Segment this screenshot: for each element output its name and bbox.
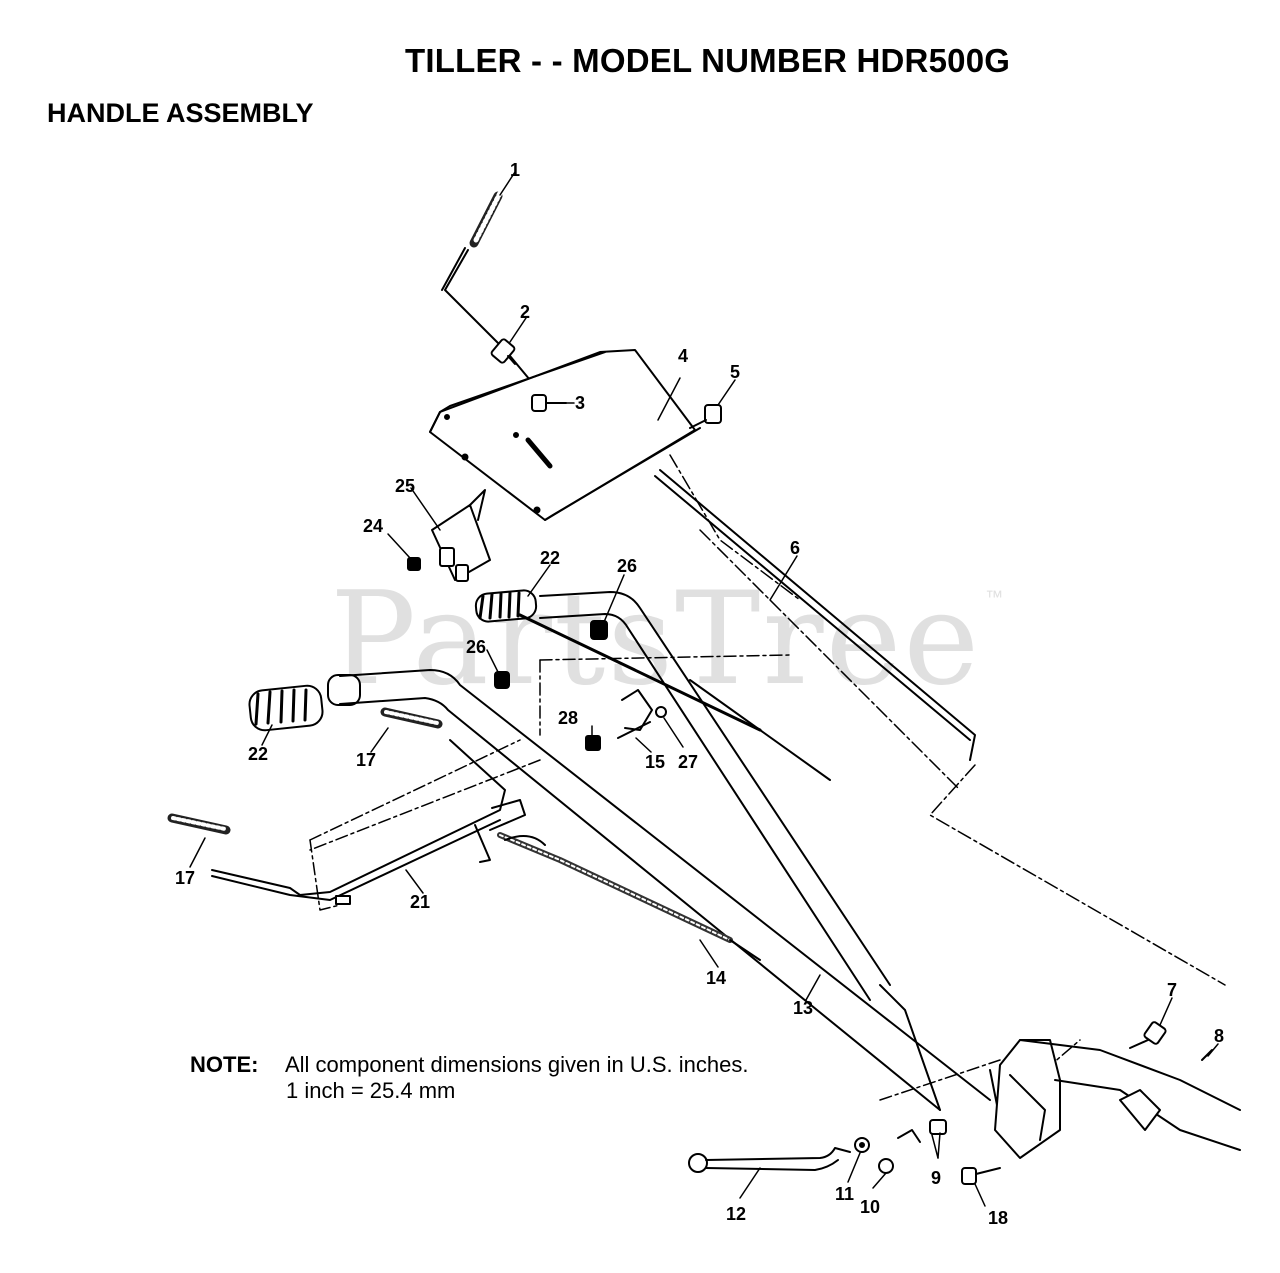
callout-26-upper: 26: [617, 556, 637, 576]
part-1-spring-rod: [441, 190, 531, 381]
part-5-bolt: [689, 404, 722, 429]
part-17-spring-lower: [167, 813, 231, 835]
part-2-fitting: [490, 338, 516, 365]
clamp-part: [1119, 1089, 1161, 1131]
note-block: NOTE: All component dimensions given in U…: [190, 1052, 749, 1103]
callout-6: 6: [790, 538, 800, 558]
part-3-bolt: [531, 394, 567, 412]
callout-numbers: 1 2 3 4 5 6 7 8 9 10 11 12 13 14 15 17 1…: [175, 160, 1224, 1228]
part-26-nut-lower: [494, 671, 510, 689]
callout-25: 25: [395, 476, 415, 496]
note-line-2: 1 inch = 25.4 mm: [286, 1078, 456, 1103]
callout-21: 21: [410, 892, 430, 912]
callout-10: 10: [860, 1197, 880, 1217]
construction-lines: [309, 654, 1081, 1101]
part-12-lever: [688, 1147, 851, 1173]
section-heading: HANDLE ASSEMBLY: [47, 98, 314, 128]
callout-1: 1: [510, 160, 520, 180]
part-28-nut: [585, 735, 601, 751]
note-line-1: All component dimensions given in U.S. i…: [285, 1052, 749, 1077]
part-7-bolt: [1129, 1021, 1167, 1049]
page-title: TILLER - - MODEL NUMBER HDR500G: [405, 42, 1011, 79]
callout-28: 28: [558, 708, 578, 728]
callout-15: 15: [645, 752, 665, 772]
part-24-nut: [407, 557, 421, 571]
callout-22-lower: 22: [248, 744, 268, 764]
callout-13: 13: [793, 998, 813, 1018]
part-9-spacers: [897, 1119, 947, 1143]
leader-lines: [189, 171, 1219, 1207]
callout-4: 4: [678, 346, 688, 366]
callout-2: 2: [520, 302, 530, 322]
callout-14: 14: [706, 968, 726, 988]
part-25-bracket: [431, 489, 491, 582]
part-11-washer: [854, 1137, 870, 1153]
part-15-bracket: [617, 689, 653, 739]
part-14-cable: [497, 832, 761, 961]
part-8-pin: [1201, 1049, 1213, 1061]
callout-22-upper: 22: [540, 548, 560, 568]
callout-9: 9: [931, 1168, 941, 1188]
callout-7: 7: [1167, 980, 1177, 1000]
callout-27: 27: [678, 752, 698, 772]
callout-18: 18: [988, 1208, 1008, 1228]
part-4-control-panel: [429, 349, 701, 521]
part-6-rod: [654, 454, 1226, 986]
part-22-grip-upper: [474, 589, 538, 623]
part-26-nut-upper: [590, 620, 608, 640]
part-18-bolt: [961, 1167, 1001, 1185]
note-label: NOTE:: [190, 1052, 259, 1077]
upper-handlebar: [539, 591, 891, 1001]
callout-17-lower: 17: [175, 868, 195, 888]
callout-5: 5: [730, 362, 740, 382]
callout-26-lower: 26: [466, 637, 486, 657]
handle-mount-bracket: [994, 1039, 1241, 1159]
part-10-nut: [878, 1158, 894, 1174]
callout-17-upper: 17: [356, 750, 376, 770]
callout-8: 8: [1214, 1026, 1224, 1046]
part-21-rod: [211, 739, 526, 905]
upper-cable: [518, 613, 831, 781]
callout-3: 3: [575, 393, 585, 413]
part-27-washer: [655, 706, 667, 718]
callout-12: 12: [726, 1204, 746, 1224]
callout-11: 11: [835, 1184, 854, 1204]
callout-24: 24: [363, 516, 383, 536]
part-17-spring-upper: [380, 707, 443, 729]
